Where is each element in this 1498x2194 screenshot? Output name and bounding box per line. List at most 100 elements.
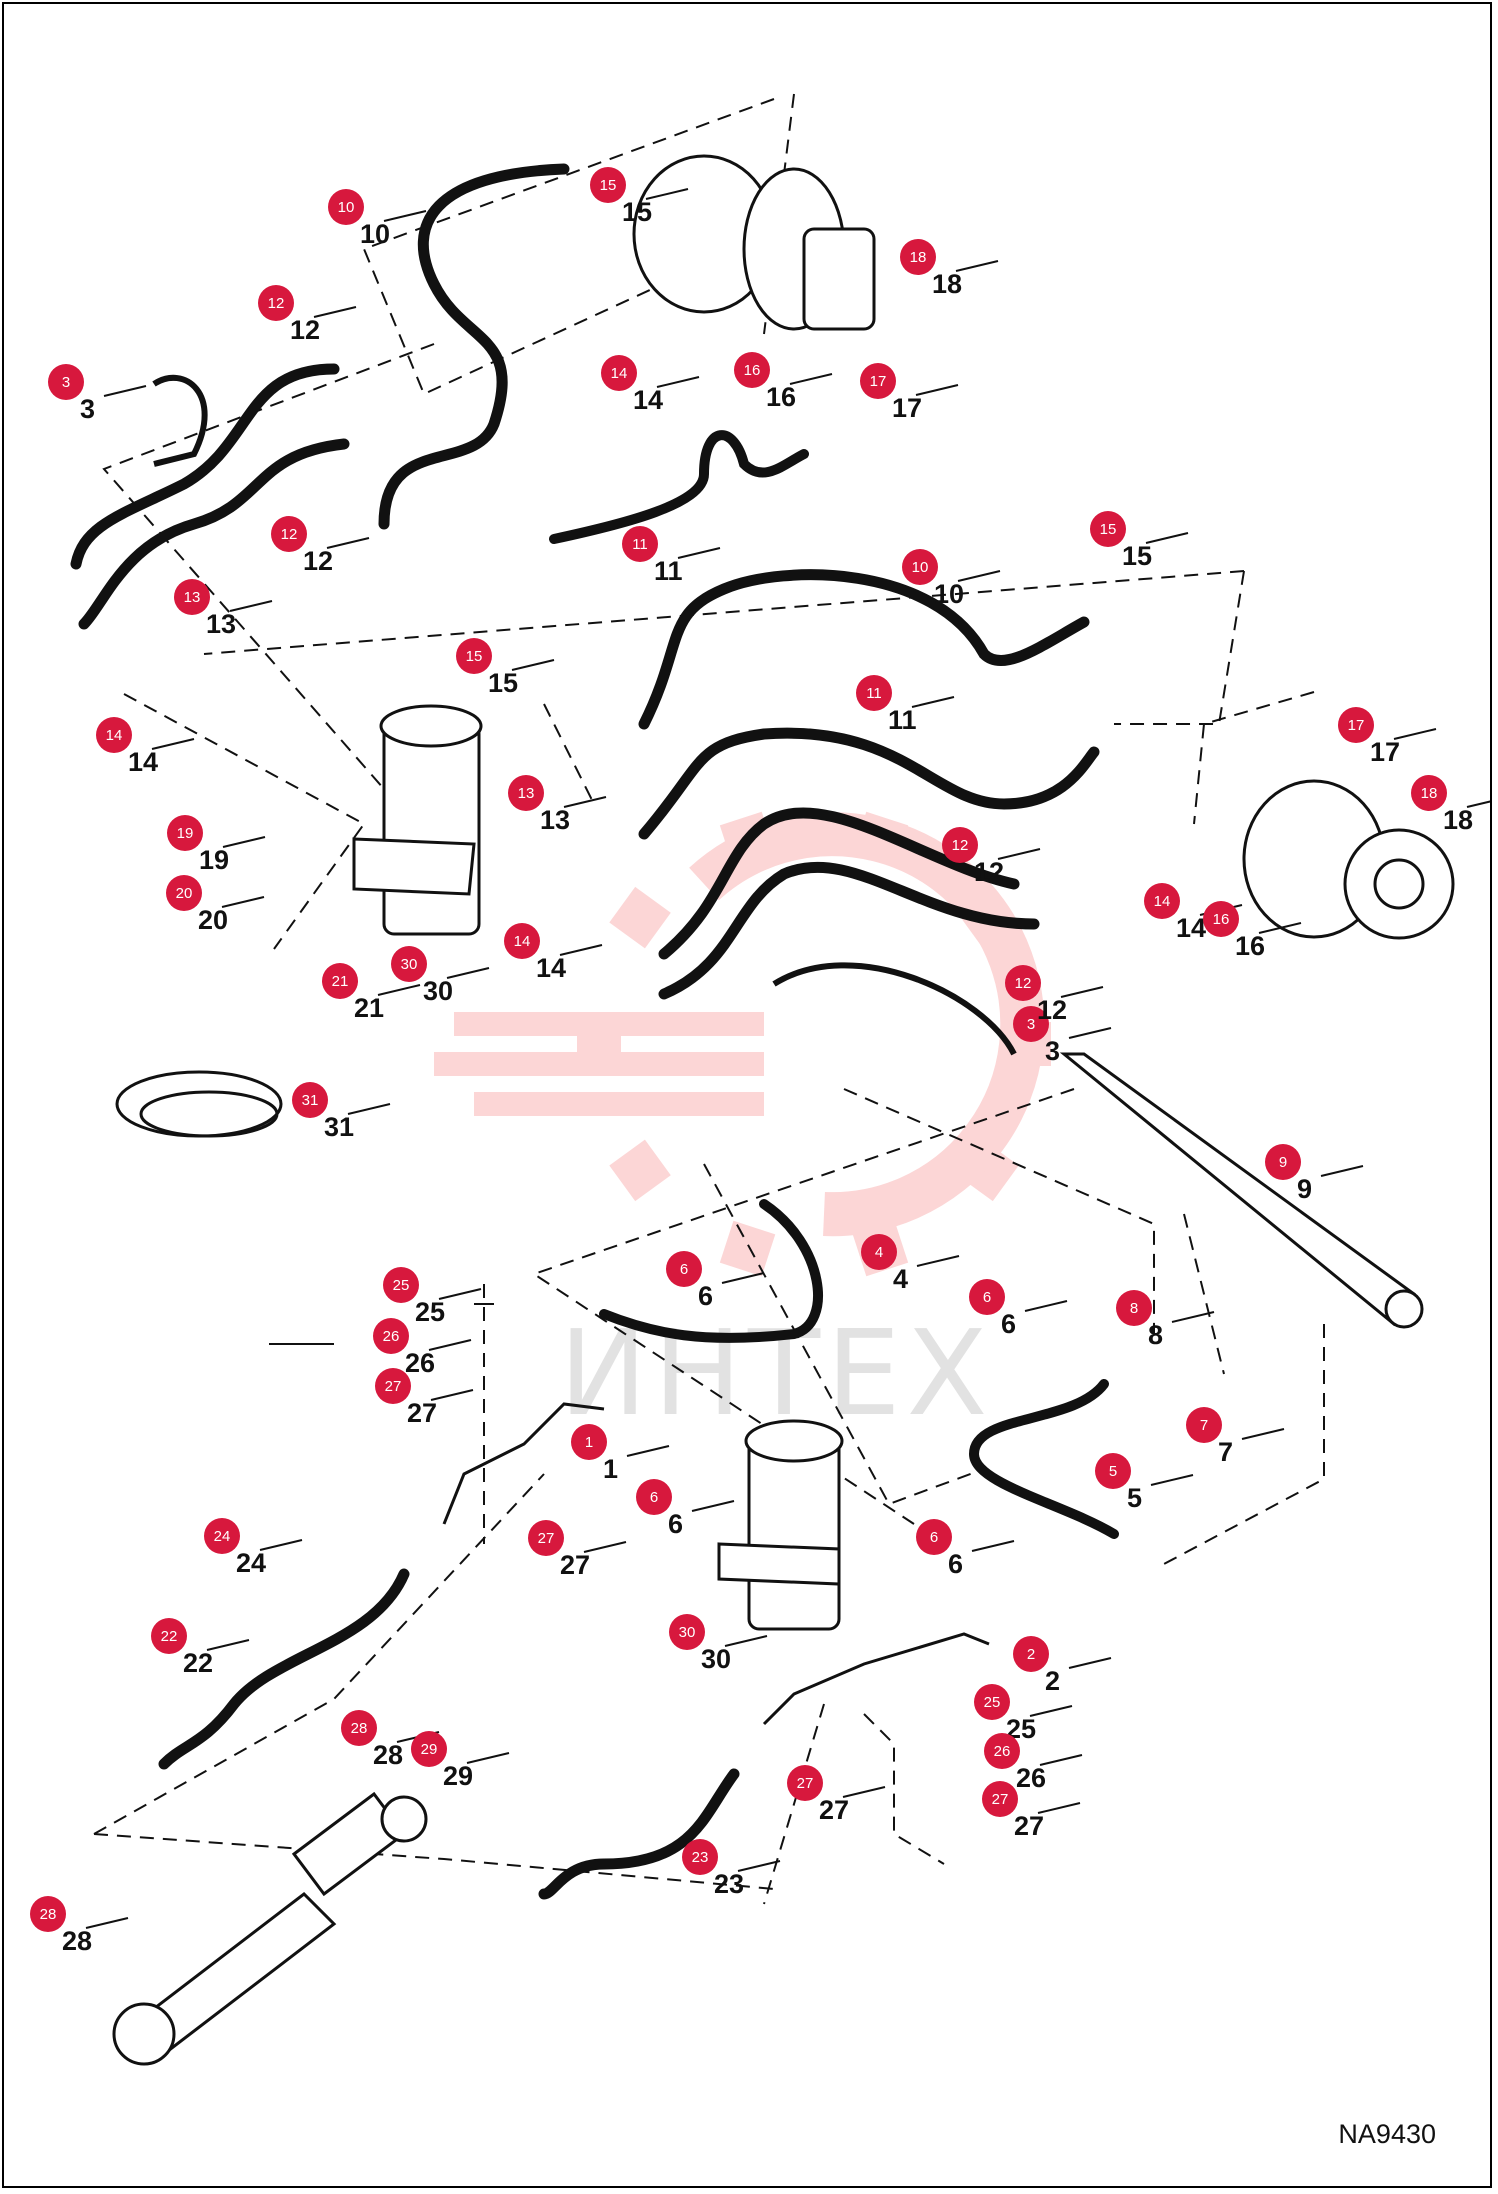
callout-number: 29 [443, 1761, 473, 1791]
callout-badge [1095, 1453, 1131, 1489]
callout-leader [446, 967, 490, 979]
callout-badge-number: 15 [600, 177, 617, 194]
callout-badge-number: 9 [1279, 1154, 1287, 1171]
callout-number: 26 [405, 1348, 435, 1378]
callout-number: 5 [1127, 1483, 1142, 1513]
callout-badge [734, 352, 770, 388]
callout-number: 8 [1148, 1320, 1163, 1350]
callout-number: 14 [536, 953, 566, 983]
watermark-gear-tooth [609, 886, 671, 949]
callout-badge-number: 30 [679, 1624, 696, 1641]
callout-badge-number: 27 [385, 1378, 402, 1395]
callout-leader [737, 1860, 781, 1872]
callout-number: 14 [633, 385, 663, 415]
callout-badge-number: 29 [421, 1741, 438, 1758]
callout-badge [375, 1368, 411, 1404]
callout-badge-number: 14 [1154, 893, 1171, 910]
hose-10-upper [378, 163, 570, 530]
callout-number: 28 [373, 1740, 403, 1770]
callout-number: 22 [183, 1648, 213, 1678]
callout-number: 15 [1122, 541, 1152, 571]
callout-number: 14 [1176, 913, 1206, 943]
callout-number: 25 [415, 1297, 445, 1327]
callout-badge-number: 27 [992, 1791, 1009, 1808]
callout-badge [1005, 965, 1041, 1001]
callout-leader [1037, 1802, 1081, 1814]
callout-number: 16 [766, 382, 796, 412]
callout-badge-number: 6 [930, 1529, 938, 1546]
hose-11-mid [638, 727, 1100, 840]
callout-leader [222, 836, 266, 848]
callout-badge-number: 26 [994, 1743, 1011, 1760]
watermark-arc [689, 812, 1045, 1237]
callout-badge-number: 5 [1109, 1463, 1117, 1480]
callout-badge-number: 12 [268, 295, 285, 312]
hose-12-mid-b [658, 861, 1040, 1000]
callout-number: 26 [1016, 1763, 1046, 1793]
callout-badge-number: 25 [984, 1694, 1001, 1711]
callout-leader [1039, 1754, 1083, 1766]
guard-3-upper [152, 374, 208, 467]
callout-badge [166, 875, 202, 911]
callout-leader [997, 848, 1041, 860]
watermark-gear-tooth [957, 1139, 1019, 1202]
callout-leader [1241, 1428, 1285, 1440]
callout-badge [96, 717, 132, 753]
callout-number: 14 [128, 747, 158, 777]
callout-badge-number: 7 [1200, 1417, 1208, 1434]
callout-leader [1320, 1165, 1364, 1177]
callout-badge [1338, 707, 1374, 743]
callout-leader [383, 210, 427, 222]
callout-leader [656, 376, 700, 388]
diagram-code: NA9430 [1338, 2119, 1436, 2149]
callout-leader [1029, 1705, 1073, 1717]
callout-leader [229, 600, 273, 612]
callout-number: 19 [199, 845, 229, 875]
callout-badge-number: 2 [1027, 1646, 1035, 1663]
callout-badge [942, 827, 978, 863]
callout-leader [626, 1445, 670, 1457]
callout-number: 13 [206, 609, 236, 639]
callout-leader [103, 385, 147, 397]
callout-badge [167, 815, 203, 851]
callout-number: 9 [1297, 1174, 1312, 1204]
callout-badge [974, 1684, 1010, 1720]
callout-number: 21 [354, 993, 384, 1023]
callout-leader [438, 1288, 482, 1300]
callout-badge [1203, 901, 1239, 937]
hose-22 [158, 1568, 410, 1770]
callout-leader [677, 547, 721, 559]
callout-number: 11 [654, 556, 683, 586]
callout-badge-number: 18 [1421, 785, 1438, 802]
callout-badge [984, 1733, 1020, 1769]
callout-leader [326, 537, 370, 549]
callout-number: 27 [819, 1795, 849, 1825]
callout-number: 17 [1370, 737, 1400, 767]
callout-badge-number: 16 [1213, 911, 1230, 928]
callout-number: 28 [62, 1926, 92, 1956]
callout-badge-number: 18 [910, 249, 927, 266]
watermark-stripes [434, 1012, 764, 1116]
callout-badge-number: 19 [177, 825, 194, 842]
callout-leader [313, 306, 357, 318]
drive-motor-right [1242, 779, 1455, 940]
swivel-lower [717, 1419, 844, 1631]
callout-number: 6 [1001, 1309, 1016, 1339]
callout-badge [30, 1896, 66, 1932]
callout-number: 12 [290, 315, 320, 345]
